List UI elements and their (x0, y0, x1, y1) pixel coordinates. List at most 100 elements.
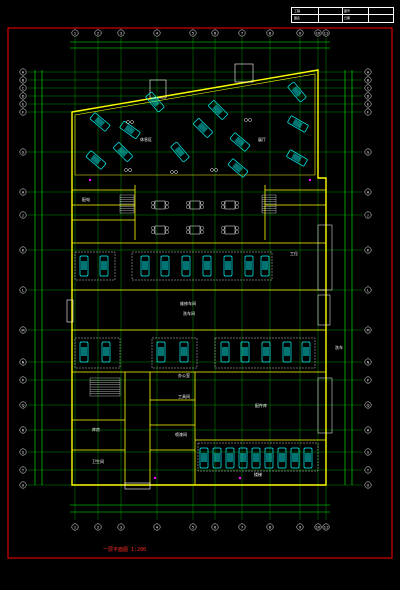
grid-bubble-side: K (19, 246, 27, 254)
room-label-right: 工位 (290, 251, 298, 256)
grid-bubble-top: 5 (189, 29, 197, 37)
room-label-elec: 配电 (82, 197, 90, 202)
grid-bubble-label: Q (367, 403, 370, 407)
grid-bubble-side: M (364, 326, 372, 334)
car-icon (223, 255, 233, 277)
grid-bubble-label: L (367, 288, 369, 292)
display-plant (126, 120, 134, 124)
grid-bubble-side: Q (364, 401, 372, 409)
room-label-showroom-2: 休息区 (140, 137, 152, 142)
grid-bubble-side: N (19, 358, 27, 366)
grid-bubble-label: 6 (214, 31, 217, 35)
grid-bubble-label: P (22, 378, 25, 382)
car-icon (303, 447, 313, 469)
grid-bubble-side: U (19, 481, 27, 489)
entrance-canopy-left (149, 79, 167, 99)
room-label-parts: 配件库 (255, 403, 267, 408)
grid-bubble-label: G (367, 150, 370, 154)
car-icon (301, 341, 311, 363)
car-icon (264, 447, 274, 469)
grid-bubble-side: S (364, 448, 372, 456)
right-annex (317, 224, 333, 291)
grid-bubble-top: 6 (211, 29, 219, 37)
grid-bubble-side: R (364, 426, 372, 434)
display-plant (244, 118, 252, 122)
car-icon (238, 447, 248, 469)
grid-bubble-label: G (22, 150, 25, 154)
car-icon (286, 149, 308, 167)
grid-bubble-side: F (19, 108, 27, 116)
grid-bubble-side: R (19, 426, 27, 434)
grid-bubble-label: N (367, 360, 370, 364)
right-annex-2 (317, 377, 333, 434)
showroom-curtain-wall (74, 73, 316, 176)
room-label-wash: 洗车 (335, 345, 343, 350)
car-icon (287, 115, 309, 133)
showroom-cars (85, 81, 309, 178)
grid-bubble-top: 4 (153, 523, 161, 531)
stair-right (261, 194, 277, 214)
table-set (221, 200, 239, 210)
grid-bubble-label: C (367, 86, 370, 90)
grid-bubble-label: 11 (324, 525, 329, 529)
grid-bubble-label: 8 (269, 525, 272, 529)
grid-bubble-label: H (367, 190, 370, 194)
grid-bubble-label: B (22, 78, 25, 82)
grid-bubble-label: 3 (120, 31, 122, 35)
grid-bubble-side: P (364, 376, 372, 384)
grid-bubble-side: G (19, 148, 27, 156)
grid-bubble-top: 7 (238, 523, 246, 531)
grid-bubble-side: C (364, 84, 372, 92)
car-icon (202, 255, 212, 277)
grid-bubble-label: 2 (97, 525, 99, 529)
grid-bubble-label: 3 (120, 525, 122, 529)
parking-bays-lower (197, 442, 319, 472)
grid-bubble-top: 2 (94, 29, 102, 37)
grid-bubble-side: S (19, 448, 27, 456)
grid-bubble-label: E (22, 102, 25, 106)
car-icon (79, 255, 89, 277)
grid-bubble-label: C (22, 86, 25, 90)
grid-bubble-side: N (364, 358, 372, 366)
workshop-cars (79, 255, 313, 469)
car-icon (282, 341, 292, 363)
grid-bubble-top: 1 (71, 29, 79, 37)
grid-bubble-top: 9 (296, 29, 304, 37)
grid-bubble-top: 1 (71, 523, 79, 531)
car-icon (225, 447, 235, 469)
car-icon (287, 81, 307, 103)
car-icon (290, 447, 300, 469)
car-icon (199, 447, 209, 469)
table-set (221, 225, 239, 235)
grid-bubble-label: L (22, 288, 24, 292)
grid-bubble-top: 10 (314, 29, 322, 37)
car-icon (145, 91, 165, 113)
table-set (186, 200, 204, 210)
grid-bubble-top: 8 (266, 29, 274, 37)
grid-bubble-label: D (22, 94, 25, 98)
grid-bubble-side: P (19, 376, 27, 384)
grid-bubble-label: 4 (156, 31, 159, 35)
drawing-frame (7, 27, 393, 559)
grid-bubble-label: 10 (316, 525, 321, 529)
grid-bubble-label: S (22, 450, 25, 454)
grid-bubble-side: J (364, 211, 372, 219)
grid-bubble-top: 3 (117, 523, 125, 531)
grid-bubble-side: E (19, 100, 27, 108)
grid-bubble-label: M (366, 328, 369, 332)
grid-bubble-label: P (367, 378, 370, 382)
room-label-wc: 卫生间 (92, 459, 104, 464)
grid-bubble-label: 1 (74, 525, 76, 529)
room-label-hall-sub: 洗车间 (183, 311, 195, 316)
display-plant (170, 170, 178, 174)
grid-bubble-label: R (22, 428, 25, 432)
car-icon (244, 255, 254, 277)
car-icon (277, 447, 287, 469)
grid-bubble-top: 7 (238, 29, 246, 37)
grid-bubble-side: D (19, 92, 27, 100)
bottom-entrance (124, 482, 151, 490)
right-annex-3 (317, 294, 331, 326)
grid-bubble-top: 3 (117, 29, 125, 37)
